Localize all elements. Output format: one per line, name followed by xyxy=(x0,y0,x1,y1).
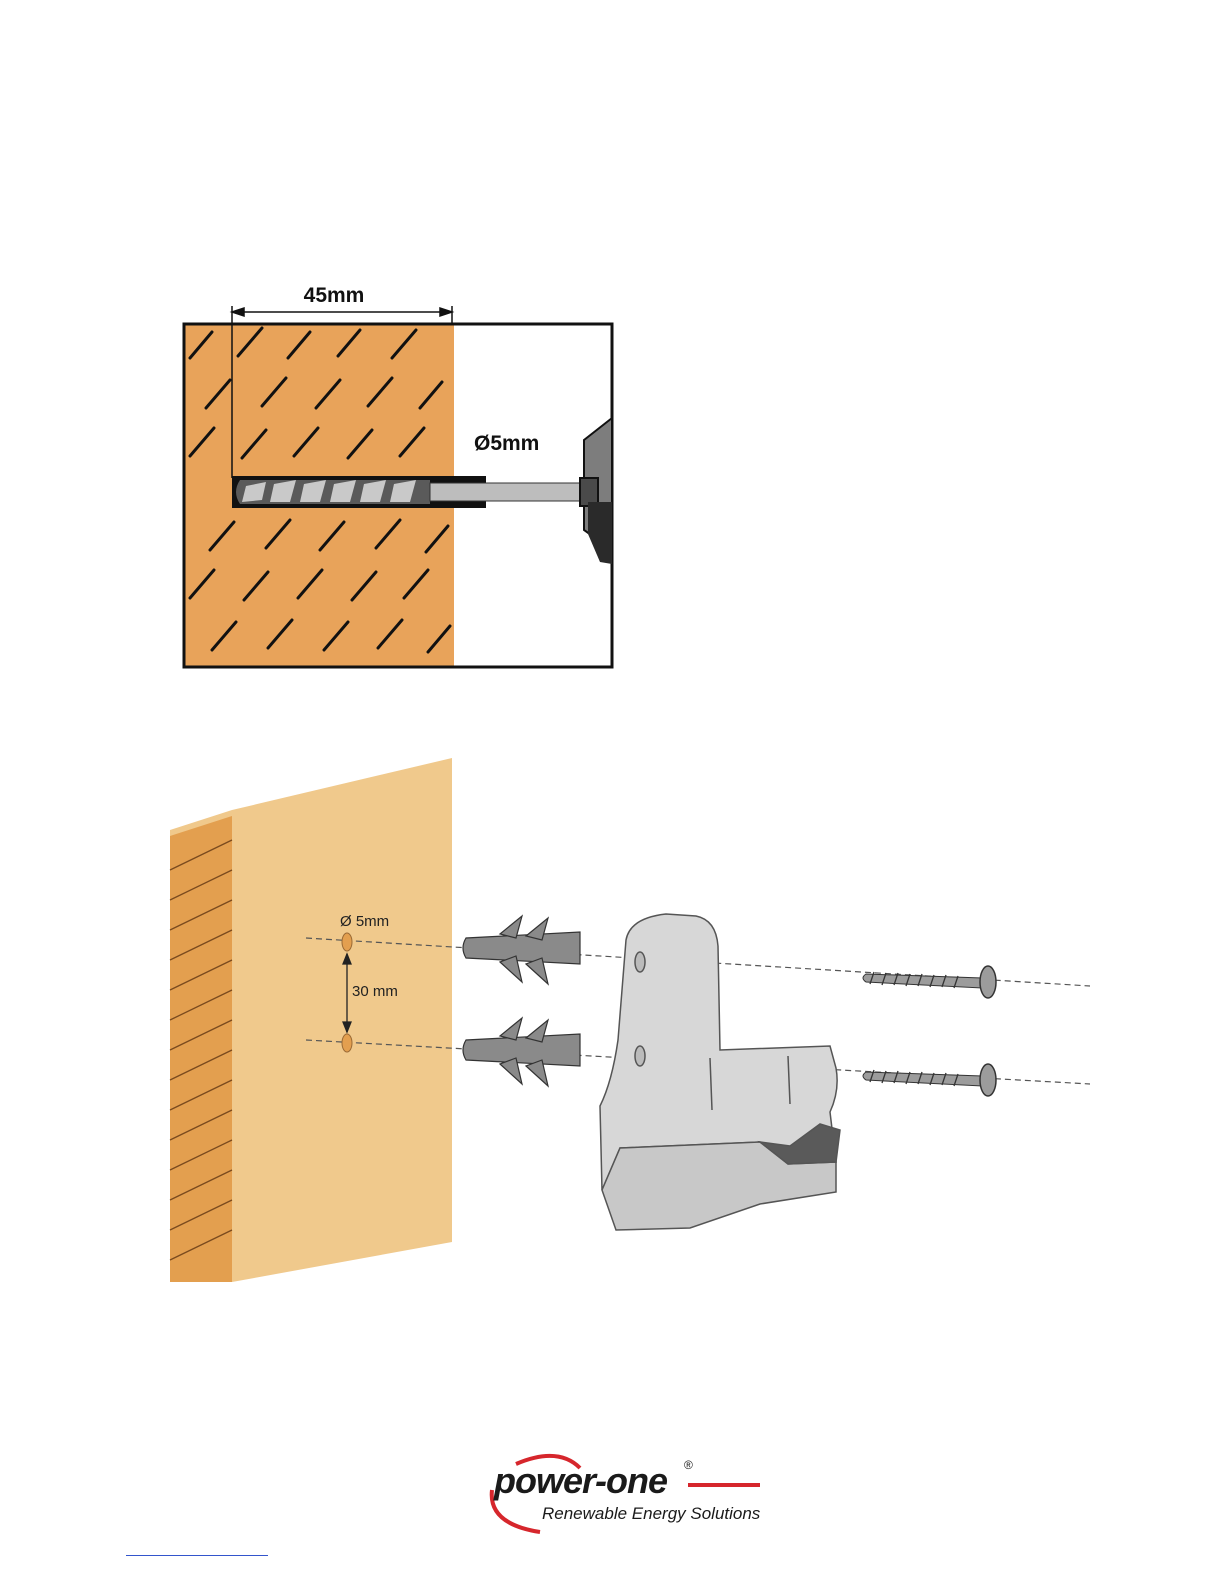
registered-mark: ® xyxy=(684,1458,693,1472)
power-one-logo: power-one ® Renewable Energy Solutions xyxy=(488,1450,768,1534)
drill-hole-top xyxy=(342,933,352,951)
spacing-label: 30 mm xyxy=(352,983,398,1000)
brand-name: power-one xyxy=(494,1460,667,1502)
mounting-bracket xyxy=(600,914,840,1230)
screw-icon xyxy=(863,1064,996,1096)
drilling-diagram: 45mm Ø5mm xyxy=(170,280,630,680)
screw-icon xyxy=(863,966,996,998)
drill-chuck-icon xyxy=(580,418,612,564)
drill-hole-bottom xyxy=(342,1034,352,1052)
wall-edge xyxy=(170,816,232,1282)
footer-link-underline xyxy=(126,1555,268,1556)
bracket-mounting-diagram: Ø 5mm 30 mm xyxy=(160,750,1100,1300)
diameter-label: Ø5mm xyxy=(474,432,539,455)
drill-bit xyxy=(236,480,590,504)
brand-tagline: Renewable Energy Solutions xyxy=(542,1504,760,1524)
depth-label: 45mm xyxy=(304,284,365,307)
wall-plug-icon xyxy=(463,916,580,984)
hole-diameter-label: Ø 5mm xyxy=(340,913,389,930)
wall-plug-icon xyxy=(463,1018,580,1086)
